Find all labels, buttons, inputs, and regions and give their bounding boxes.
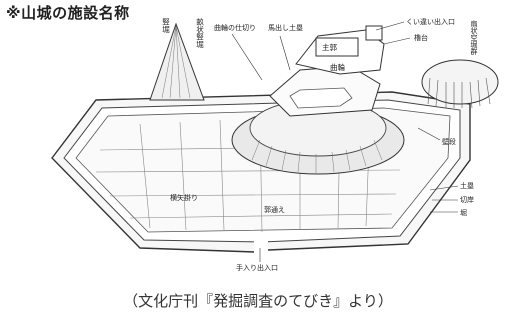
label-unejo-tatebori: 畝状竪堀: [195, 17, 204, 50]
label-dorui: 土塁: [460, 181, 474, 190]
label-kuruwa: 曲輪: [330, 62, 345, 72]
label-kuichigai-deiriguchi: くい違い出入口: [406, 17, 455, 26]
label-kuruwa-tori: 郭通え: [264, 205, 285, 214]
label-yokoya-gakari: 横矢掛り: [170, 193, 198, 202]
label-yagura-dai: 櫓台: [414, 33, 428, 42]
leader-lines: [231, 21, 459, 262]
figure-title: ※山城の施設名称: [6, 4, 130, 22]
front-entrance-gap: [254, 238, 268, 256]
right-hill: [421, 59, 499, 109]
central-mound: [231, 25, 405, 175]
label-tatebori: 竪堀: [161, 18, 170, 35]
figure-caption: （文化庁刊『発掘調査のてびき』より）: [123, 292, 393, 310]
left-hill: [149, 22, 205, 101]
castle-illustration: 竪堀 畝状竪堀 曲輪の仕切り 馬出し土塁 主郭 くい違い出入口 櫓台 扇状空堀群…: [51, 17, 499, 272]
label-hori: 堀: [460, 208, 467, 217]
label-kirigishi: 切岸: [460, 196, 474, 204]
label-teiri-deiriguchi: 手入り出入口: [236, 263, 278, 272]
label-senjo-kuuborigun: 扇状空堀群: [470, 19, 478, 56]
label-shukaku: 主郭: [322, 42, 337, 52]
label-dangai: 壁段: [442, 137, 456, 146]
label-umadashi-dorui: 馬出し土塁: [268, 23, 303, 32]
label-kuruwa-shikiri: 曲輪の仕切り: [214, 23, 256, 32]
